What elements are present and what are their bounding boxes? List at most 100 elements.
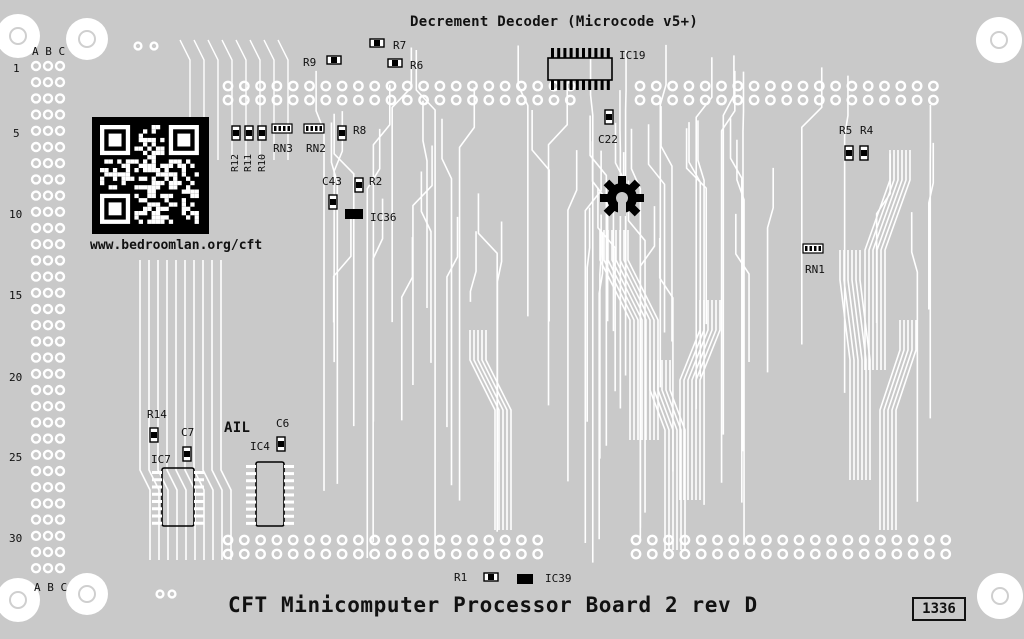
copper-trace (928, 142, 935, 310)
label-c6: C6 (276, 417, 290, 430)
label-ic39: IC39 (545, 572, 572, 585)
label-ic36: IC36 (370, 211, 397, 224)
copper-trace (855, 250, 867, 480)
mounting-hole-bottom-right (977, 573, 1023, 619)
copper-trace (211, 260, 223, 560)
mounting-hole-top-left-2 (66, 18, 108, 60)
via-pad (42, 271, 54, 282)
copper-trace (766, 167, 774, 373)
ic4-footprint-pin (284, 507, 294, 511)
copper-trace (202, 260, 214, 560)
copper-trace (658, 237, 674, 472)
ic39-part (517, 574, 533, 584)
copper-trace (688, 122, 702, 377)
ic19-pin (600, 48, 604, 58)
rn3-part (271, 123, 293, 134)
qr-module (177, 133, 191, 147)
qr-module (125, 176, 131, 181)
rn1-part-elem (805, 246, 808, 251)
via-pad (450, 94, 462, 106)
via-pad (744, 534, 756, 546)
via-pad (54, 222, 66, 234)
via-pad (434, 80, 446, 92)
via-pad (940, 548, 952, 560)
via-pad (30, 157, 42, 169)
qr-module (173, 185, 178, 190)
qr-module (108, 172, 113, 177)
copper-trace (729, 118, 743, 503)
via-pad (30, 206, 42, 218)
via-pad (30, 546, 42, 558)
qr-module (151, 163, 156, 168)
via-pad (450, 548, 462, 560)
qr-module (117, 172, 122, 177)
via-pad (385, 94, 397, 106)
via-pad (499, 534, 511, 546)
r11-part-body (246, 130, 252, 136)
copper-trace (883, 320, 905, 530)
rn2-part-elem (310, 126, 313, 131)
via-pad (54, 238, 66, 250)
label-r11: R11 (243, 153, 254, 172)
via-pad (42, 141, 54, 153)
via-pad (879, 94, 890, 106)
ic4-footprint-pin (246, 465, 256, 468)
via-pad (434, 94, 446, 106)
copper-trace (872, 150, 899, 370)
via-pad (907, 534, 919, 546)
r6-part-body (392, 60, 398, 66)
via-pad (875, 534, 886, 546)
via-pad (385, 548, 397, 560)
via-pad (320, 80, 332, 92)
rn1-part-elem (814, 246, 817, 251)
via-pad (54, 465, 66, 477)
qr-module (151, 189, 156, 194)
qr-module (151, 159, 156, 164)
copper-trace (839, 250, 851, 480)
ic19-pin (569, 48, 573, 58)
via-pad (42, 255, 54, 266)
qr-module (194, 211, 199, 216)
via-pad (450, 80, 462, 92)
c22-part-body (606, 114, 612, 120)
r1-part-body (488, 574, 494, 580)
qr-module (121, 180, 126, 186)
qr-module (138, 163, 143, 168)
via-pad (42, 336, 54, 347)
via-pad (42, 482, 54, 493)
via-pad (797, 80, 809, 92)
copper-trace (531, 110, 550, 322)
via-pad (891, 534, 903, 546)
via-pad (895, 94, 907, 106)
qr-module (138, 211, 143, 216)
via-pad (54, 530, 66, 541)
qr-module (100, 168, 105, 173)
qr-module (147, 163, 152, 168)
connector-column-labels-bottom: A B C (34, 581, 68, 594)
copper-trace (647, 124, 666, 333)
via-pad (238, 548, 250, 560)
qr-module (173, 176, 178, 181)
via-pad (777, 548, 789, 560)
qr-module (186, 206, 191, 211)
qr-module (121, 163, 126, 168)
via-pad (42, 287, 54, 298)
ic19-pin (557, 80, 561, 90)
via-pad (54, 190, 66, 201)
ic7-footprint (161, 467, 195, 527)
via-pad (499, 80, 511, 92)
qr-module (134, 146, 139, 151)
via-pad (879, 80, 890, 92)
via-pad (650, 94, 662, 106)
via-pad (352, 534, 364, 546)
qr-module (151, 129, 156, 134)
qr-module (125, 168, 131, 173)
qr-module (160, 146, 165, 151)
ic19-pin (582, 48, 585, 58)
label-rn3: RN3 (273, 142, 293, 155)
copper-trace (657, 360, 674, 550)
r5-part-body (846, 150, 852, 156)
via-pad (875, 548, 886, 560)
row-label-5: 5 (13, 127, 20, 140)
ic4-footprint-pin (284, 479, 294, 483)
